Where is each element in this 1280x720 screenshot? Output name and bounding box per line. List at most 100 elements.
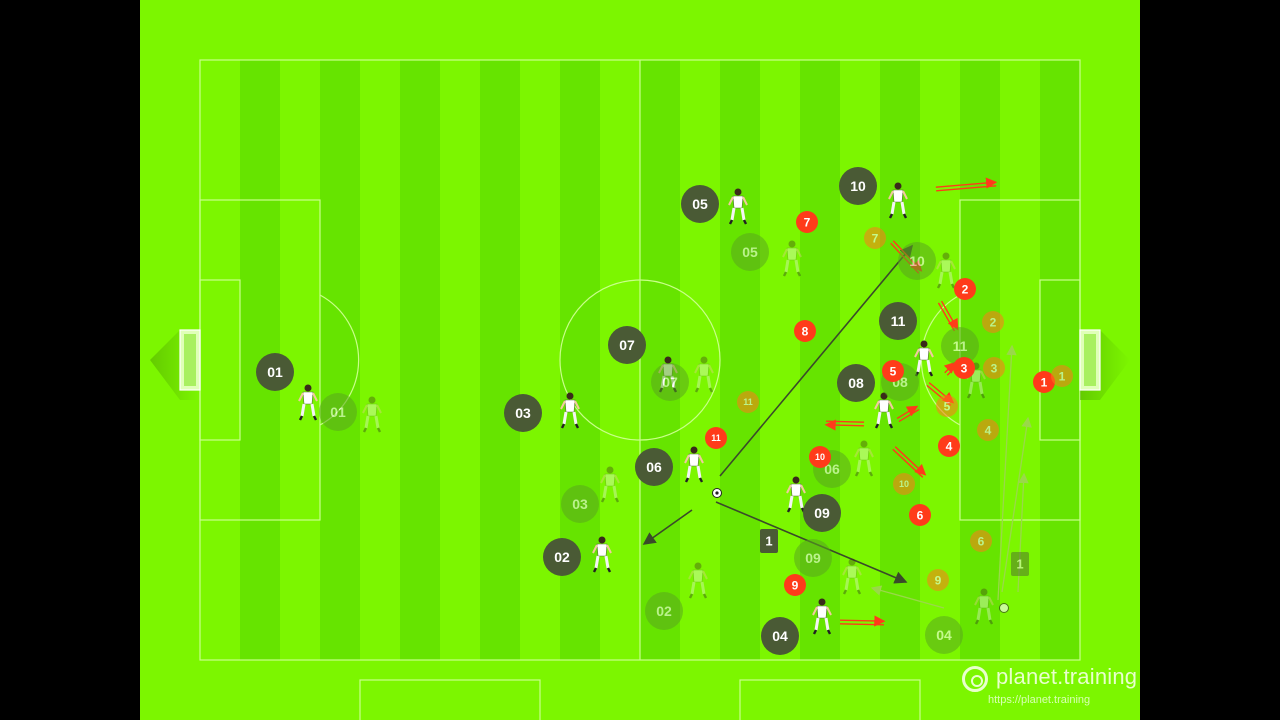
opponent-token[interactable]: 1 <box>1033 371 1055 393</box>
left-goal-box <box>199 279 241 441</box>
team-target-token[interactable]: 07 <box>651 363 689 401</box>
player-icon <box>874 392 894 429</box>
team-target-token[interactable]: 10 <box>898 242 936 280</box>
pitch-stripe <box>320 60 360 660</box>
player-icon <box>842 558 862 595</box>
player-icon <box>560 392 580 429</box>
team-player-token[interactable]: 09 <box>803 494 841 532</box>
team-player-token-label: 05 <box>692 196 708 212</box>
team-player-token[interactable]: 06 <box>635 448 673 486</box>
opponent-token[interactable]: 2 <box>954 278 976 300</box>
opponent-token-label: 4 <box>946 439 953 453</box>
ball-icon <box>999 603 1009 613</box>
opponent-token[interactable]: 5 <box>882 360 904 382</box>
opponent-target-token[interactable]: 3 <box>983 357 1005 379</box>
pitch-stripe <box>640 60 680 660</box>
team-target-token[interactable]: 05 <box>731 233 769 271</box>
team-player-token-label: 09 <box>814 505 830 521</box>
opponent-target-token-label: 6 <box>978 534 985 548</box>
ball-icon <box>712 488 722 498</box>
team-target-token-label: 02 <box>656 603 672 619</box>
opponent-target-token-label: 3 <box>991 361 998 375</box>
marker-badge-target[interactable]: 1 <box>1011 552 1029 576</box>
team-target-token-label: 05 <box>742 244 758 260</box>
team-target-token[interactable]: 09 <box>794 539 832 577</box>
player-icon <box>600 466 620 503</box>
opponent-target-token-label: 7 <box>872 231 879 245</box>
opponent-token[interactable]: 7 <box>796 211 818 233</box>
lower-left-area <box>359 679 541 720</box>
team-player-token-label: 03 <box>515 405 531 421</box>
movement-arrows <box>642 177 1032 627</box>
run-arrow-line <box>839 623 884 626</box>
team-target-token-label: 04 <box>936 627 952 643</box>
watermark-url: https://planet.training <box>988 694 1091 706</box>
team-target-token[interactable]: 01 <box>319 393 357 431</box>
opponent-target-token[interactable]: 11 <box>737 391 759 413</box>
opponent-token[interactable]: 10 <box>809 446 831 468</box>
left-goal-net <box>184 334 196 386</box>
team-target-token[interactable]: 02 <box>645 592 683 630</box>
opponent-token-label: 8 <box>802 324 809 338</box>
team-target-token-label: 10 <box>909 253 925 269</box>
team-player-token[interactable]: 07 <box>608 326 646 364</box>
player-icon <box>362 396 382 433</box>
team-player-token-label: 07 <box>619 337 635 353</box>
player-icon <box>298 384 318 421</box>
team-player-token[interactable]: 05 <box>681 185 719 223</box>
opponent-target-token[interactable]: 5 <box>936 395 958 417</box>
team-player-token[interactable]: 10 <box>839 167 877 205</box>
opponent-target-token[interactable]: 7 <box>864 227 886 249</box>
team-player-token[interactable]: 02 <box>543 538 581 576</box>
opponent-target-token[interactable]: 1 <box>1051 365 1073 387</box>
pitch-stripe <box>1040 60 1080 660</box>
opponent-target-token[interactable]: 6 <box>970 530 992 552</box>
marker-badge-target-label: 1 <box>1016 557 1023 572</box>
run-arrow-line <box>826 420 865 423</box>
run-arrow <box>824 419 864 431</box>
opponent-token-label: 7 <box>804 215 811 229</box>
planet-logo-icon <box>962 666 988 692</box>
player-icon <box>688 562 708 599</box>
opponent-target-token[interactable]: 10 <box>893 473 915 495</box>
team-player-token-label: 10 <box>850 178 866 194</box>
opponent-token-label: 5 <box>890 364 897 378</box>
team-player-token-label: 06 <box>646 459 662 475</box>
center-circle <box>559 279 721 441</box>
lower-right-area <box>739 679 921 720</box>
opponent-target-token[interactable]: 9 <box>927 569 949 591</box>
run-arrow-line <box>937 302 956 332</box>
opponent-target-token-label: 2 <box>990 315 997 329</box>
player-icon <box>592 536 612 573</box>
player-icon <box>782 240 802 277</box>
opponent-target-token-label: 9 <box>935 573 942 587</box>
marker-badge[interactable]: 1 <box>760 529 778 553</box>
opponent-token[interactable]: 3 <box>953 357 975 379</box>
player-icon <box>936 252 956 289</box>
team-player-token-label: 11 <box>891 313 906 329</box>
left-goal <box>150 329 201 400</box>
team-player-token[interactable]: 03 <box>504 394 542 432</box>
pitch-stripe <box>480 60 520 660</box>
team-player-token[interactable]: 04 <box>761 617 799 655</box>
opponent-token[interactable]: 11 <box>705 427 727 449</box>
team-player-token[interactable]: 11 <box>879 302 917 340</box>
team-player-token-label: 02 <box>554 549 570 565</box>
opponent-token[interactable]: 4 <box>938 435 960 457</box>
opponent-token[interactable]: 6 <box>909 504 931 526</box>
team-player-token-label: 08 <box>848 375 864 391</box>
team-target-token[interactable]: 03 <box>561 485 599 523</box>
team-player-token[interactable]: 08 <box>837 364 875 402</box>
right-goal <box>1079 329 1130 400</box>
team-player-token[interactable]: 01 <box>256 353 294 391</box>
opponent-target-token[interactable]: 2 <box>982 311 1004 333</box>
opponent-token[interactable]: 9 <box>784 574 806 596</box>
team-target-token[interactable]: 04 <box>925 616 963 654</box>
run-arrow <box>894 446 927 476</box>
opponent-target-token[interactable]: 4 <box>977 419 999 441</box>
team-player-token-label: 01 <box>267 364 283 380</box>
team-target-token[interactable]: 11 <box>941 327 979 365</box>
opponent-token[interactable]: 8 <box>794 320 816 342</box>
run-arrow <box>935 177 998 189</box>
